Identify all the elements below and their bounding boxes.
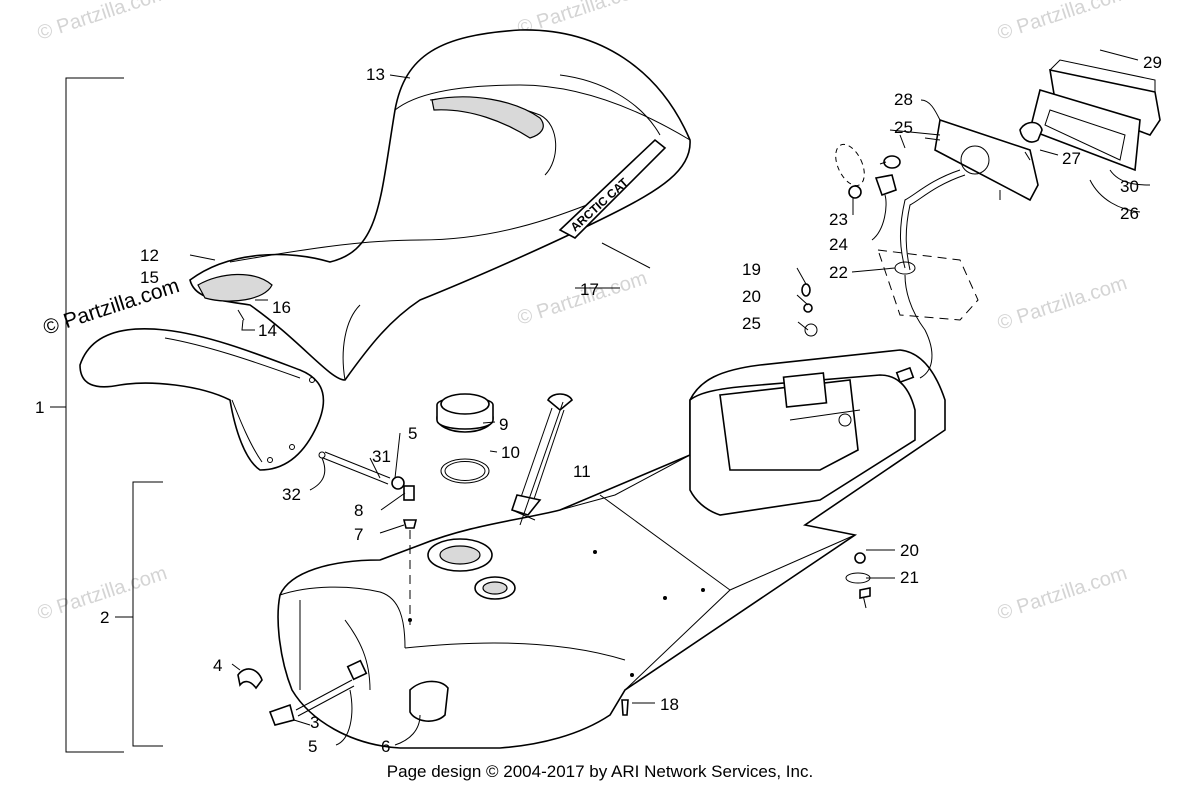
callout-8[interactable]: 8 xyxy=(354,501,363,520)
leaders xyxy=(189,74,1151,746)
callout-9[interactable]: 9 xyxy=(499,415,508,434)
callout-29[interactable]: 29 xyxy=(1143,53,1162,72)
callout-4[interactable]: 4 xyxy=(213,656,222,675)
callout-19[interactable]: 19 xyxy=(742,260,761,279)
callout-labels: 1 2 3 4 5 5 6 7 8 9 10 11 12 13 14 15 16… xyxy=(35,53,1162,756)
callout-10[interactable]: 10 xyxy=(501,443,520,462)
callout-26[interactable]: 26 xyxy=(1120,204,1139,223)
callout-25b[interactable]: 25 xyxy=(894,118,913,137)
callout-22[interactable]: 22 xyxy=(829,263,848,282)
callout-14[interactable]: 14 xyxy=(258,321,277,340)
callout-16[interactable]: 16 xyxy=(272,298,291,317)
callout-31[interactable]: 31 xyxy=(372,447,391,466)
callout-12[interactable]: 12 xyxy=(140,246,159,265)
callout-15[interactable]: 15 xyxy=(140,268,159,287)
fuel-tank-base xyxy=(277,349,946,749)
leader-17 xyxy=(601,242,651,269)
callout-1[interactable]: 1 xyxy=(35,398,44,417)
bracket-assembly-2 xyxy=(132,481,163,747)
fuel-sender xyxy=(510,393,573,526)
watermark: © Partzilla.com xyxy=(995,0,1130,45)
bracket-assembly-1 xyxy=(65,77,124,753)
callout-23[interactable]: 23 xyxy=(829,210,848,229)
drain-fitting xyxy=(237,659,368,726)
watermark: © Partzilla.com xyxy=(35,0,170,45)
grab-handle xyxy=(79,327,325,471)
callout-5a[interactable]: 5 xyxy=(408,424,417,443)
fuel-cap xyxy=(436,393,494,484)
callout-30[interactable]: 30 xyxy=(1120,177,1139,196)
watermark: © Partzilla.com xyxy=(995,562,1130,625)
callout-7[interactable]: 7 xyxy=(354,525,363,544)
vent-hose xyxy=(318,451,418,625)
callout-13[interactable]: 13 xyxy=(366,65,385,84)
callout-27[interactable]: 27 xyxy=(1062,149,1081,168)
callout-32[interactable]: 32 xyxy=(282,485,301,504)
callout-11[interactable]: 11 xyxy=(573,462,591,481)
callout-20b[interactable]: 20 xyxy=(900,541,919,560)
callout-21[interactable]: 21 xyxy=(900,568,919,587)
callout-28[interactable]: 28 xyxy=(894,90,913,109)
callout-2[interactable]: 2 xyxy=(100,608,109,627)
hardware xyxy=(237,283,871,716)
callout-24[interactable]: 24 xyxy=(829,235,848,254)
watermark: © Partzilla.com xyxy=(995,272,1130,335)
callout-5b[interactable]: 5 xyxy=(308,737,317,756)
copyright-footer: Page design © 2004-2017 by ARI Network S… xyxy=(386,762,814,781)
callout-18[interactable]: 18 xyxy=(660,695,679,714)
tail-light xyxy=(835,49,1161,384)
callout-6[interactable]: 6 xyxy=(381,737,390,756)
callout-3[interactable]: 3 xyxy=(310,713,319,732)
callout-20a[interactable]: 20 xyxy=(742,287,761,306)
callout-17[interactable]: 17 xyxy=(580,280,599,299)
callout-25a[interactable]: 25 xyxy=(742,314,761,333)
